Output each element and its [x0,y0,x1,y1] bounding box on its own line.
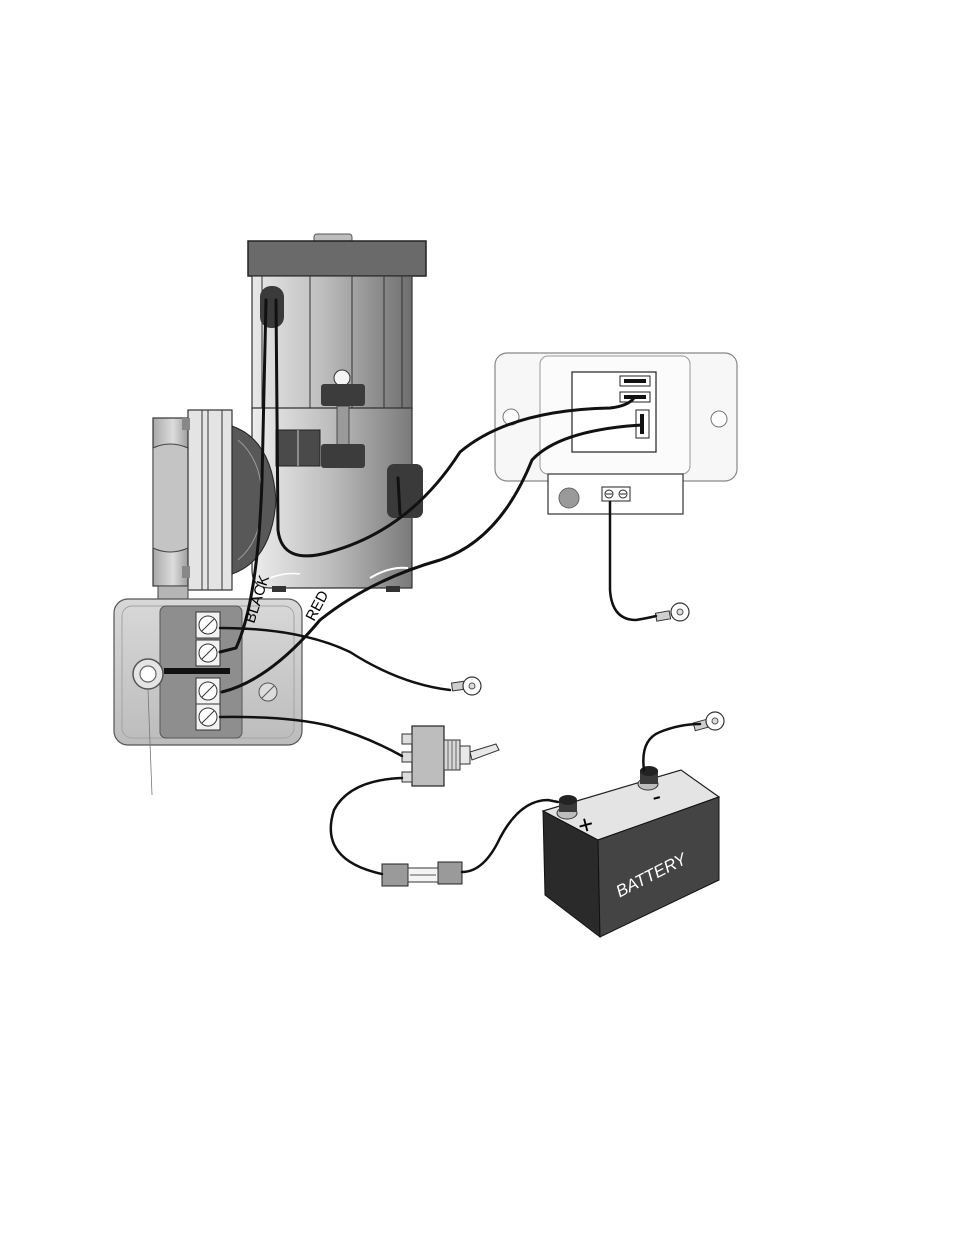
controller-module [495,353,737,514]
wire-side-grommet [398,478,400,514]
bus-bar [164,668,230,674]
solenoid-lower [321,444,365,468]
ring-terminal-controller [655,603,689,621]
solenoid-upper [321,384,365,406]
ring-terminal-battery-negative [693,712,724,731]
wire-battery-negative [643,724,700,770]
motor-assembly [248,234,426,592]
mount-hole-right [711,411,727,427]
controller-indicator [559,488,579,508]
label-red: RED [303,588,333,624]
positive-post [557,795,577,819]
battery: + - BATTERY [543,766,719,937]
side-grommet [387,464,423,518]
upper-grommet [260,286,284,328]
wire-switch-to-fuse [331,778,402,874]
toggle-switch [402,726,499,786]
inline-fuse [382,862,462,886]
motor-top-cap [248,241,426,276]
ring-terminal-ground-1 [452,677,481,695]
wire-controller-ground [610,502,656,620]
terminal-box [114,599,302,795]
